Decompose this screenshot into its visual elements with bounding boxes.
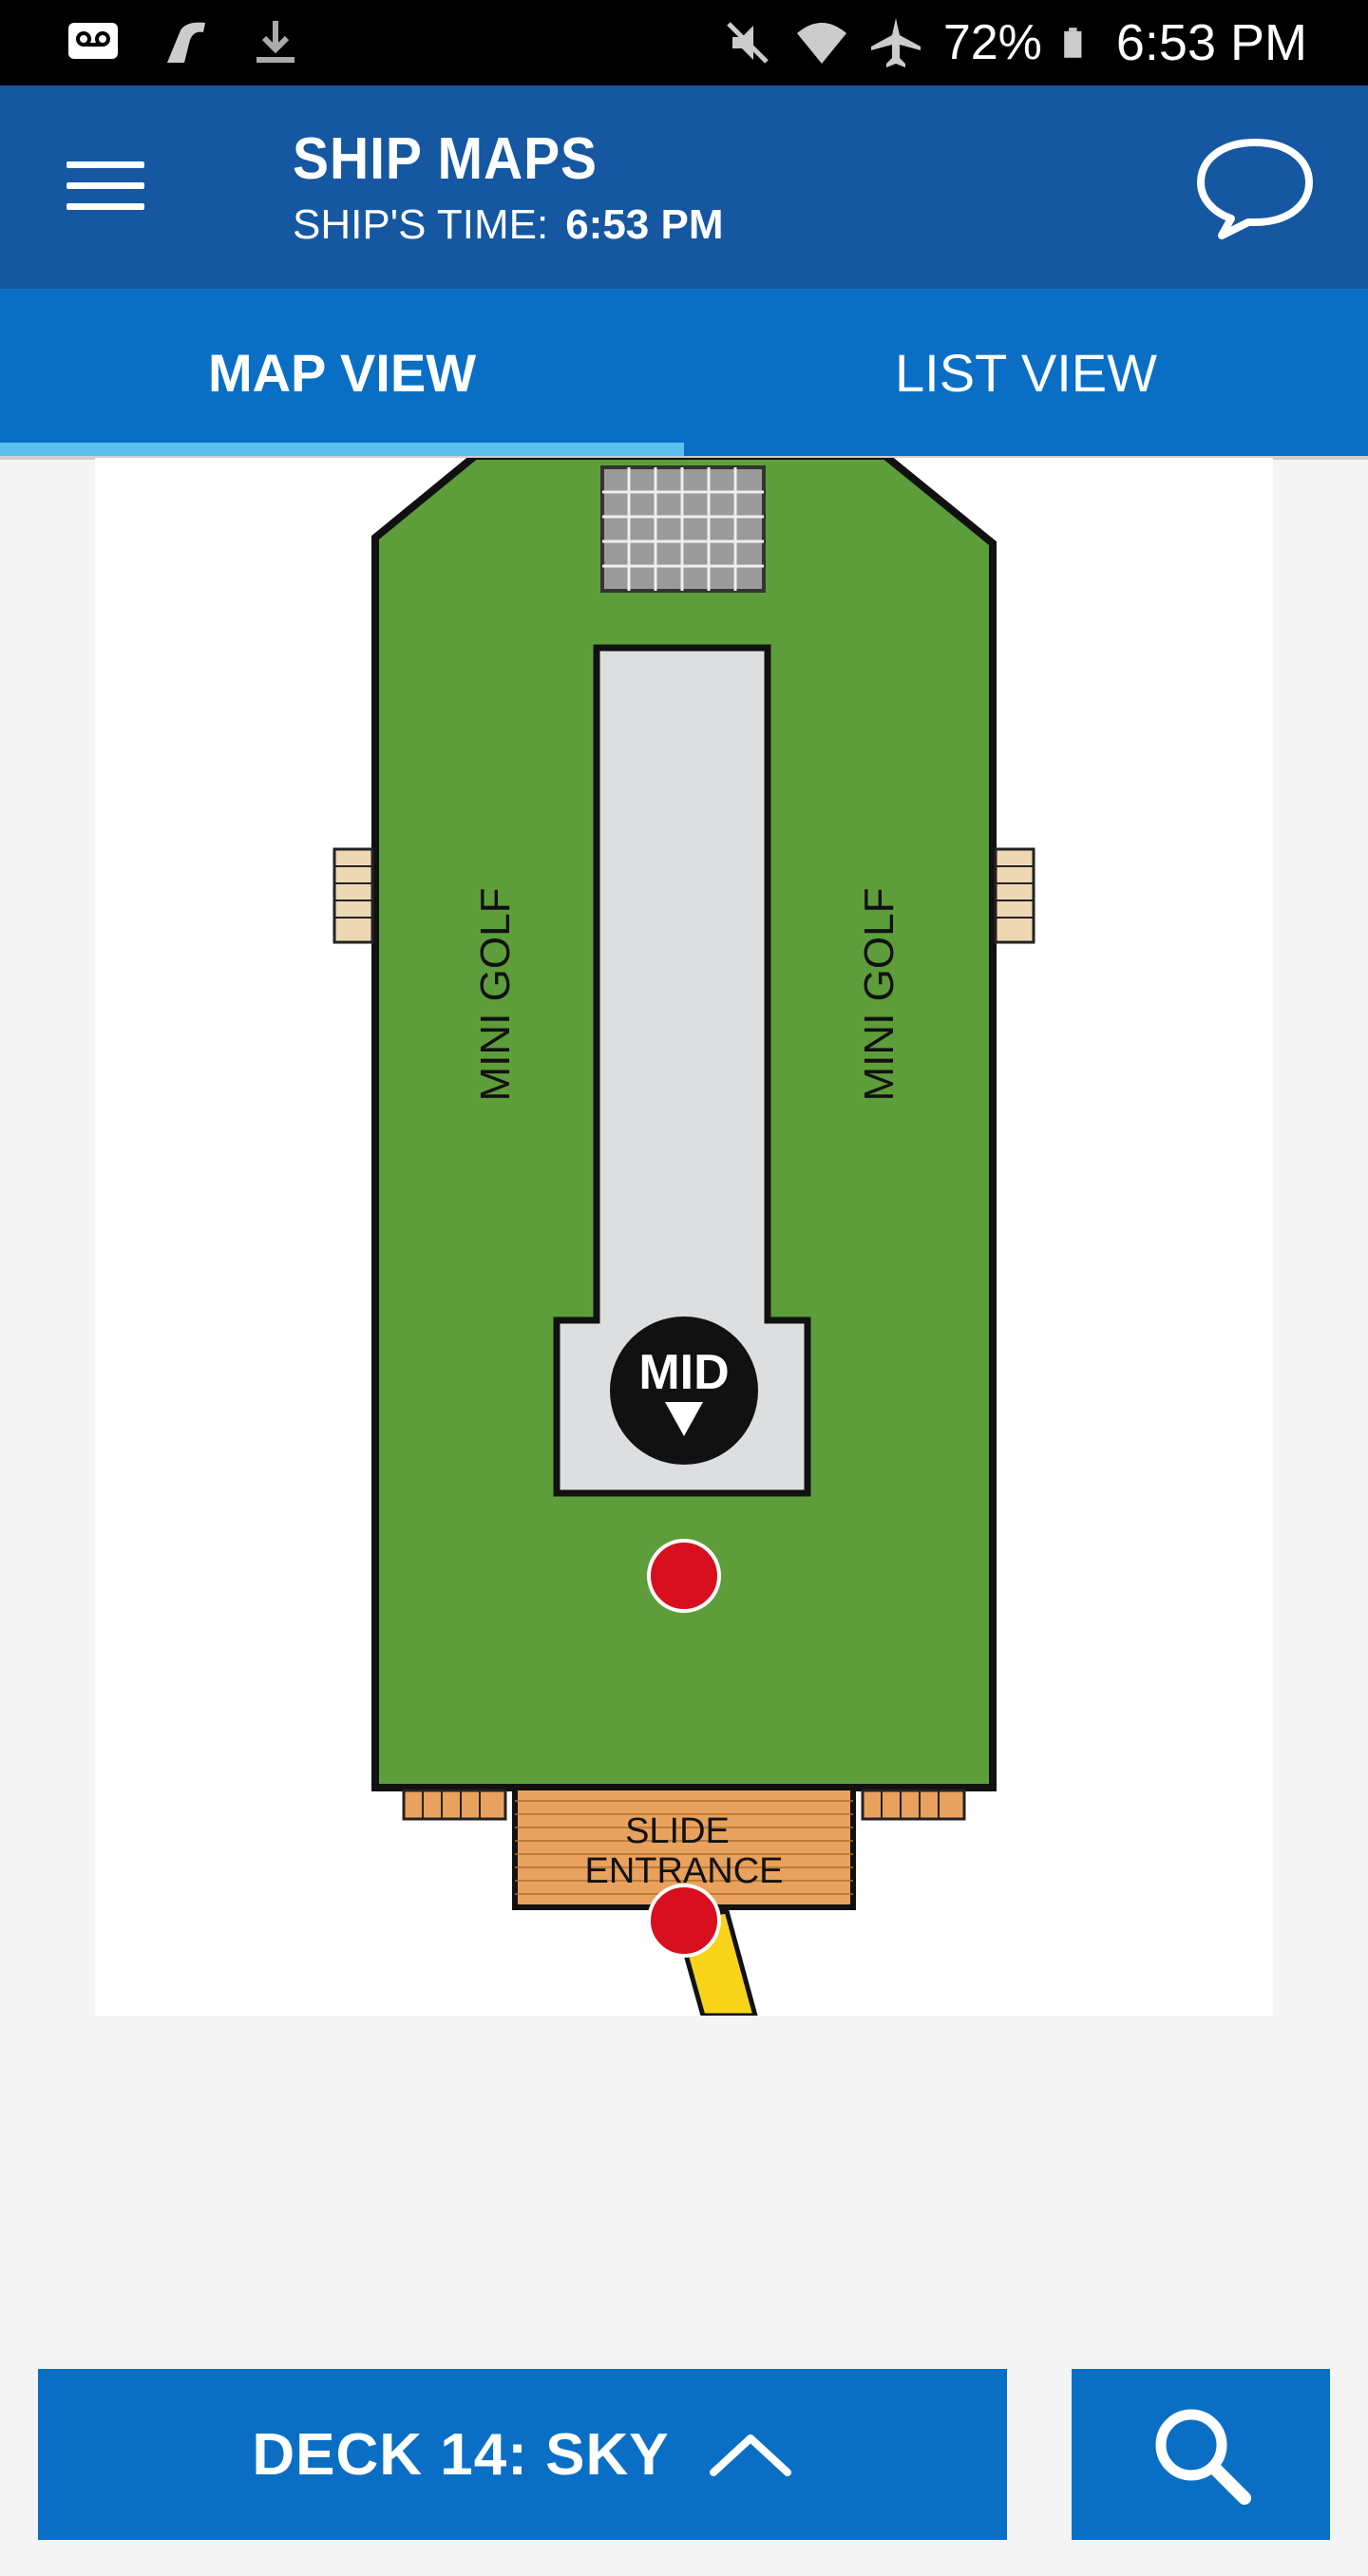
status-bar: 72% 6:53 PM <box>0 0 1368 85</box>
chevron-up-icon <box>709 2434 791 2476</box>
page-title: SHIP MAPS <box>293 126 598 192</box>
deck-selector-button[interactable]: DECK 14: SKY <box>38 2369 1007 2540</box>
slide-entrance-label-line1: SLIDE <box>625 1811 730 1851</box>
location-marker[interactable] <box>647 1539 721 1613</box>
side-stairs-right <box>994 847 1036 944</box>
ship-time: SHIP'S TIME: 6:53 PM <box>293 201 724 249</box>
deck-map[interactable]: MINI GOLF MINI GOLF MID S <box>95 458 1273 2016</box>
deck-selector-label: DECK 14: SKY <box>252 2421 670 2488</box>
tab-label: LIST VIEW <box>895 342 1157 403</box>
side-stairs-left <box>332 847 374 944</box>
battery-percent: 72% <box>942 15 1042 70</box>
tab-map-view[interactable]: MAP VIEW <box>0 289 684 456</box>
mini-golf-label-left: MINI GOLF <box>472 888 519 1102</box>
chat-bubble-icon[interactable] <box>1193 133 1317 247</box>
app-header: SHIP MAPS SHIP'S TIME: 6:53 PM <box>0 85 1368 289</box>
mute-icon <box>727 22 769 64</box>
clock: 6:53 PM <box>1115 14 1307 71</box>
wifi-icon <box>796 23 846 64</box>
slide-entrance-marker[interactable] <box>647 1884 721 1958</box>
view-tabs: MAP VIEW LIST VIEW <box>0 289 1368 456</box>
download-icon <box>256 21 294 63</box>
ship-time-label: SHIP'S TIME: <box>293 201 549 248</box>
mid-ship-marker[interactable]: MID <box>610 1316 758 1465</box>
vent-grid <box>600 465 766 593</box>
carnival-funnel-icon <box>167 22 205 63</box>
aft-stairs-left <box>402 1789 507 1821</box>
ship-time-value: 6:53 PM <box>565 201 724 248</box>
hamburger-menu-icon[interactable] <box>66 161 144 215</box>
search-icon <box>1155 2409 1251 2505</box>
aft-stairs-right <box>861 1789 966 1821</box>
airplane-mode-icon <box>870 18 921 67</box>
tab-label: MAP VIEW <box>207 342 477 403</box>
search-button[interactable] <box>1072 2369 1330 2540</box>
voicemail-icon <box>68 23 118 59</box>
battery-icon <box>1064 28 1082 58</box>
tab-list-view[interactable]: LIST VIEW <box>684 289 1368 456</box>
walkway <box>553 644 811 1497</box>
deck-map-drawing: MINI GOLF MINI GOLF MID S <box>332 458 1036 2016</box>
mid-label: MID <box>638 1345 729 1400</box>
active-tab-indicator <box>0 443 684 456</box>
mini-golf-label-right: MINI GOLF <box>856 888 902 1102</box>
